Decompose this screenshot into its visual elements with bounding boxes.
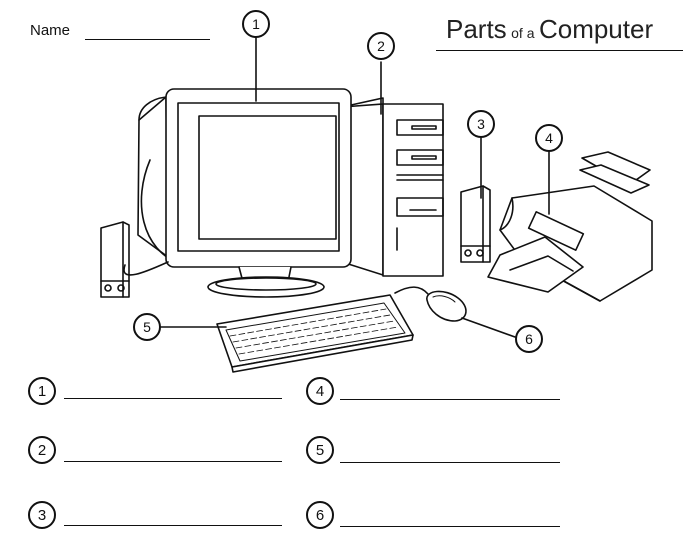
speaker-cable (123, 261, 169, 276)
answer-3-number: 3 (28, 501, 56, 529)
right-speaker-icon (460, 185, 491, 263)
answer-2-line[interactable] (64, 461, 282, 462)
callout-3-number: 3 (477, 116, 485, 132)
name-input-line[interactable] (85, 39, 210, 40)
answer-4-line[interactable] (340, 399, 560, 400)
monitor-icon (137, 88, 352, 298)
callout-3-circle (467, 110, 495, 138)
callout-2-number: 2 (377, 38, 385, 54)
keyboard-icon (216, 294, 414, 373)
callout-6-pointer (461, 317, 516, 338)
callout-5-circle (133, 313, 161, 341)
answer-1-number: 1 (28, 377, 56, 405)
answer-3-line[interactable] (64, 525, 282, 526)
answer-5-line[interactable] (340, 462, 560, 463)
callout-6-number: 6 (525, 331, 533, 347)
left-speaker-icon (100, 221, 130, 298)
callout-5-number: 5 (143, 319, 151, 335)
title-word-of-a: of a (511, 25, 535, 41)
answer-6-number: 6 (306, 501, 334, 529)
title-word-parts: Parts (446, 14, 507, 44)
system-unit-icon (341, 97, 444, 277)
answer-6-line[interactable] (340, 526, 560, 527)
callout-1-number: 1 (252, 16, 260, 32)
answer-5-number: 5 (306, 436, 334, 464)
printer-icon (487, 151, 653, 302)
answer-1-line[interactable] (64, 398, 282, 399)
title-underline (436, 50, 683, 51)
callout-6-circle (515, 325, 543, 353)
callout-1-circle (242, 10, 270, 38)
callout-4-circle (535, 124, 563, 152)
callout-4-number: 4 (545, 130, 553, 146)
title-word-computer: Computer (538, 14, 654, 44)
worksheet-title: Parts of a Computer (446, 14, 653, 45)
answer-4-number: 4 (306, 377, 334, 405)
answer-2-number: 2 (28, 436, 56, 464)
mouse-icon (426, 290, 467, 322)
mouse-cable (394, 286, 429, 295)
callout-2-circle (367, 32, 395, 60)
name-label: Name (30, 22, 71, 39)
